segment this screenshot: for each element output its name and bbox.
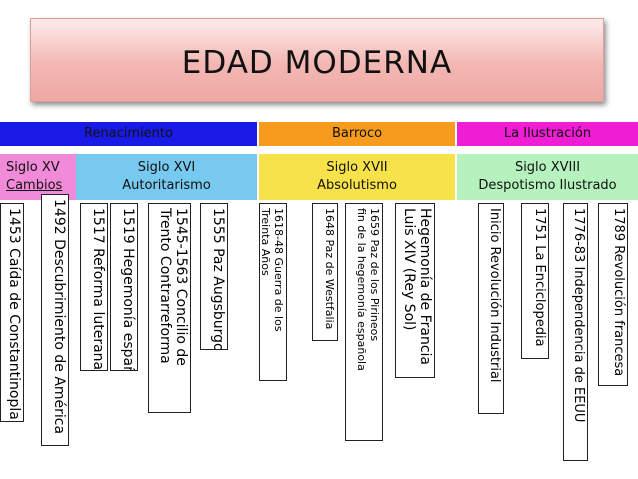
century-xv: Siglo XV Cambios [0, 154, 76, 200]
century-xv-sub: Cambios [6, 178, 63, 193]
event-label-line: 1618-48 Guerra de los [272, 208, 285, 332]
event-label-line: Hegemonía de Francia [417, 208, 433, 365]
title-box: EDAD MODERNA [30, 18, 604, 102]
event-label-line: 1659 Paz de los Pirineos [368, 208, 381, 342]
event-label: 1555 Paz Augsburgo [210, 208, 226, 349]
event-label-line: 1453 Caída de Constantinopla [6, 208, 22, 420]
event-box: 1789 Revolución francesa [598, 203, 628, 386]
century-xvii-sub: Absolutismo [317, 178, 397, 193]
event-box: 1519 Hegemonía española [110, 203, 138, 371]
century-xvii-name: Siglo XVII [326, 160, 388, 175]
event-label-line: Treinta Años [259, 208, 272, 276]
event-label-line: 1648 Paz de Westfalia [323, 208, 336, 330]
event-label-line: 1519 Hegemonía española [120, 208, 136, 371]
event-label-line: Trento Contrarreforma [157, 208, 173, 364]
event-label-line: 1789 Revolución francesa [611, 208, 626, 377]
event-label-line: Inicio Revolución Industrial [487, 208, 502, 383]
event-label-line: 1492 Descubrimiento de América [51, 199, 67, 435]
century-xviii: Siglo XVIII Despotismo Ilustrado [457, 154, 638, 200]
event-box: 1517 Reforma luterana [80, 203, 108, 371]
period-band-barroco: Barroco [259, 122, 455, 146]
event-box: 1492 Descubrimiento de América [41, 194, 69, 446]
event-label: 1789 Revolución francesa [611, 208, 626, 385]
century-xvi-sub: Autoritarismo [122, 178, 211, 193]
event-label-line: 1751 La Enciclopedia [532, 208, 547, 347]
event-box: 1453 Caída de Constantinopla [0, 203, 24, 422]
event-box: 1751 La Enciclopedia [521, 203, 549, 359]
event-label: 1453 Caída de Constantinopla [6, 208, 22, 421]
period-band-ilustracion: La Ilustración [457, 122, 638, 146]
event-box: 1555 Paz Augsburgo [200, 203, 228, 350]
event-label: Inicio Revolución Industrial [487, 208, 502, 413]
event-label: 1751 La Enciclopedia [532, 208, 547, 358]
event-label-line: 1776-83 Independencia de EEUU [571, 208, 586, 423]
event-label: 1492 Descubrimiento de América [51, 199, 67, 445]
event-label-line: 1545-1563 Concilio de [173, 208, 189, 366]
event-label: 1519 Hegemonía española [120, 208, 136, 370]
event-box: Inicio Revolución Industrial [478, 203, 504, 414]
period-band-renacimiento: Renacimiento [0, 122, 257, 146]
century-xviii-name: Siglo XVIII [514, 160, 581, 175]
event-label: 1517 Reforma luterana [90, 208, 106, 370]
event-label-line: Luis XIV (Rey Sol) [401, 208, 417, 331]
event-label: 1648 Paz de Westfalia [323, 208, 336, 340]
century-xvi: Siglo XVI Autoritarismo [76, 154, 257, 200]
event-label-line: 1517 Reforma luterana [90, 208, 106, 371]
century-xvii: Siglo XVII Absolutismo [259, 154, 455, 200]
century-xvi-name: Siglo XVI [137, 160, 196, 175]
event-label-line: 1555 Paz Augsburgo [210, 208, 226, 350]
event-box: 1648 Paz de Westfalia [312, 203, 338, 341]
event-box: 1776-83 Independencia de EEUU [563, 203, 588, 461]
page-title: EDAD MODERNA [181, 45, 453, 81]
event-label: 1776-83 Independencia de EEUU [571, 208, 586, 460]
century-xv-name: Siglo XV [6, 160, 60, 175]
century-xviii-sub: Despotismo Ilustrado [478, 178, 617, 193]
event-label-line: fin de la hegemonía española [355, 208, 368, 371]
